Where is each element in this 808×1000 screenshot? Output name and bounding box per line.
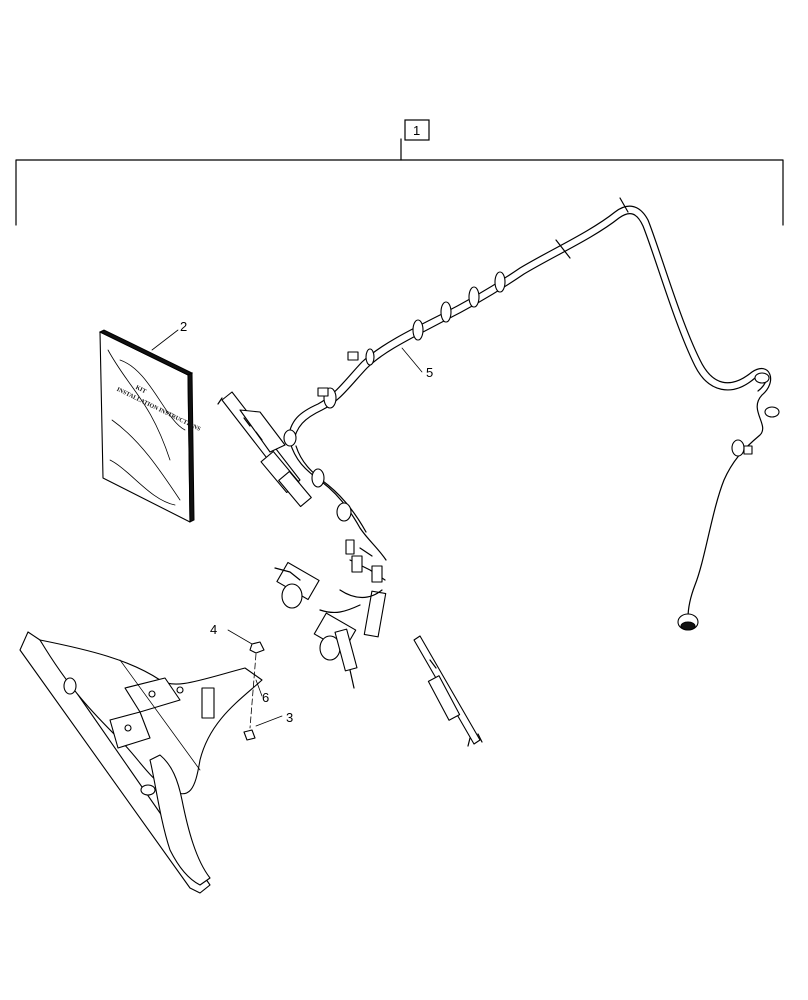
callout-4: 4 <box>210 622 217 637</box>
kit-bracket: 1 <box>15 119 784 226</box>
motor-cluster <box>274 539 387 689</box>
callout-3: 3 <box>286 710 293 725</box>
booklet-title-1: KIT <box>134 385 147 395</box>
lower-actuator-rod <box>413 635 483 747</box>
bolt-part: 3 <box>243 653 293 741</box>
mounting-bracket: 6 <box>19 631 269 894</box>
wire-harness: 5 <box>283 197 780 631</box>
callout-6: 6 <box>262 690 269 705</box>
callout-5: 5 <box>426 365 433 380</box>
callout-1: 1 <box>413 123 420 138</box>
instruction-booklet: KIT INSTALLATION INSTRUCTIONS 2 <box>98 319 202 523</box>
upper-actuator-assembly <box>217 391 312 508</box>
callout-2: 2 <box>180 319 187 334</box>
nut-part: 4 <box>210 622 265 654</box>
